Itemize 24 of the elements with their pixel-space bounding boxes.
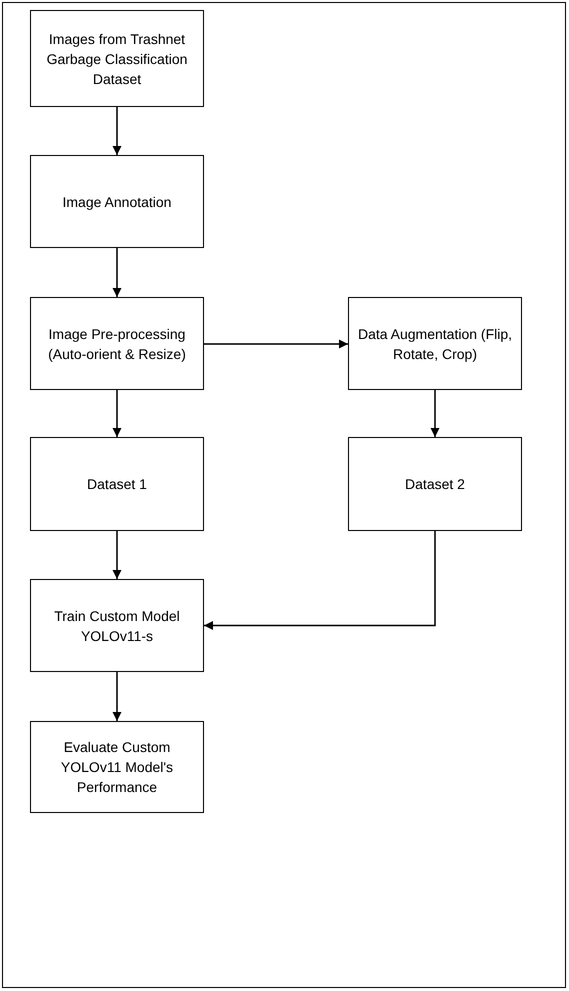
arrow: [112, 390, 122, 437]
process-box: [30, 297, 204, 390]
process-box: [348, 437, 522, 531]
arrow: [112, 531, 122, 579]
box-label: Images from Trashnet Garbage Classification Dataset: [46, 30, 188, 88]
box-label: Train Custom Model YOLOv11-s: [53, 606, 181, 646]
process-box: [30, 437, 204, 531]
arrow: [112, 672, 122, 721]
arrow: [430, 390, 440, 437]
arrow: [204, 340, 348, 348]
box-label: Evaluate Custom YOLOv11 Model's Performance: [60, 738, 174, 797]
box-label: Dataset 1: [87, 475, 147, 494]
box-label: Image Pre-processing (Auto-orient & Resize): [47, 324, 187, 364]
process-box: [30, 579, 204, 672]
box-label: Dataset 2: [405, 475, 465, 494]
box-label: Data Augmentation (Flip, Rotate, Crop): [357, 324, 513, 364]
arrow: [204, 531, 436, 630]
process-box: [30, 155, 204, 248]
arrow: [112, 248, 122, 297]
process-box: [348, 297, 522, 390]
arrow: [112, 107, 122, 155]
process-box: [30, 10, 204, 107]
box-label: Image Annotation: [62, 192, 172, 212]
process-box: [30, 721, 204, 813]
